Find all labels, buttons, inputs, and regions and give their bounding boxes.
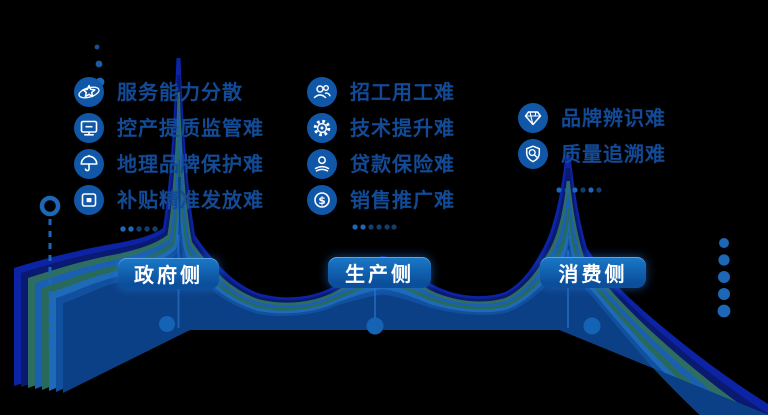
challenge-list-production: 招工用工难 技术提升难 贷款保险难 销售推广难	[307, 77, 455, 218]
users-icon	[307, 77, 337, 107]
shield-trace-icon	[518, 139, 548, 169]
star-badge-icon	[74, 77, 104, 107]
challenge-list-government: 服务能力分散 控产提质监管难 地理品牌保护难 补贴精准发放难	[74, 77, 264, 218]
challenge-label: 品牌辨识难	[561, 106, 666, 130]
challenge-label: 服务能力分散	[117, 80, 243, 104]
challenge-label: 控产提质监管难	[117, 116, 264, 140]
challenge-label: 技术提升难	[350, 116, 455, 140]
gear-icon	[307, 113, 337, 143]
insurance-hand-icon	[307, 149, 337, 179]
challenge-label: 质量追溯难	[561, 142, 666, 166]
challenge-label: 补贴精准发放难	[117, 188, 264, 212]
challenge-label: 招工用工难	[350, 80, 455, 104]
subsidy-box-icon	[74, 185, 104, 215]
challenge-item-government-1: 控产提质监管难	[74, 113, 264, 143]
challenge-item-government-0: 服务能力分散	[74, 77, 264, 107]
dot-row-production	[352, 224, 397, 230]
pill-consumption-label: 消费侧	[558, 262, 628, 286]
challenge-list-consumption: 品牌辨识难 质量追溯难	[518, 103, 666, 172]
pill-production-label: 生产侧	[345, 262, 414, 286]
challenge-label: 贷款保险难	[350, 152, 455, 176]
pill-government-side[interactable]: 政府侧	[118, 258, 219, 289]
diamond-icon	[518, 103, 548, 133]
dot-column-right-edge	[717, 238, 731, 318]
umbrella-icon	[74, 149, 104, 179]
challenge-item-production-0: 招工用工难	[307, 77, 455, 107]
monitor-icon	[74, 113, 104, 143]
dollar-coin-icon	[307, 185, 337, 215]
ring-dashed-line	[39, 195, 61, 348]
challenge-item-consumption-1: 质量追溯难	[518, 139, 666, 169]
challenge-label: 地理品牌保护难	[117, 152, 264, 176]
pill-consumption-side[interactable]: 消费侧	[540, 257, 646, 288]
stem-dots	[159, 316, 601, 335]
challenge-item-government-3: 补贴精准发放难	[74, 185, 264, 215]
challenge-item-government-2: 地理品牌保护难	[74, 149, 264, 179]
pill-government-label: 政府侧	[134, 263, 203, 287]
challenge-item-production-2: 贷款保险难	[307, 149, 455, 179]
challenge-item-consumption-0: 品牌辨识难	[518, 103, 666, 133]
challenge-item-production-1: 技术提升难	[307, 113, 455, 143]
dot-row-consumption	[556, 187, 602, 193]
challenge-item-production-3: 销售推广难	[307, 185, 455, 215]
dot-row-government	[120, 226, 158, 232]
challenge-label: 销售推广难	[350, 188, 455, 212]
pill-production-side[interactable]: 生产侧	[328, 257, 431, 288]
